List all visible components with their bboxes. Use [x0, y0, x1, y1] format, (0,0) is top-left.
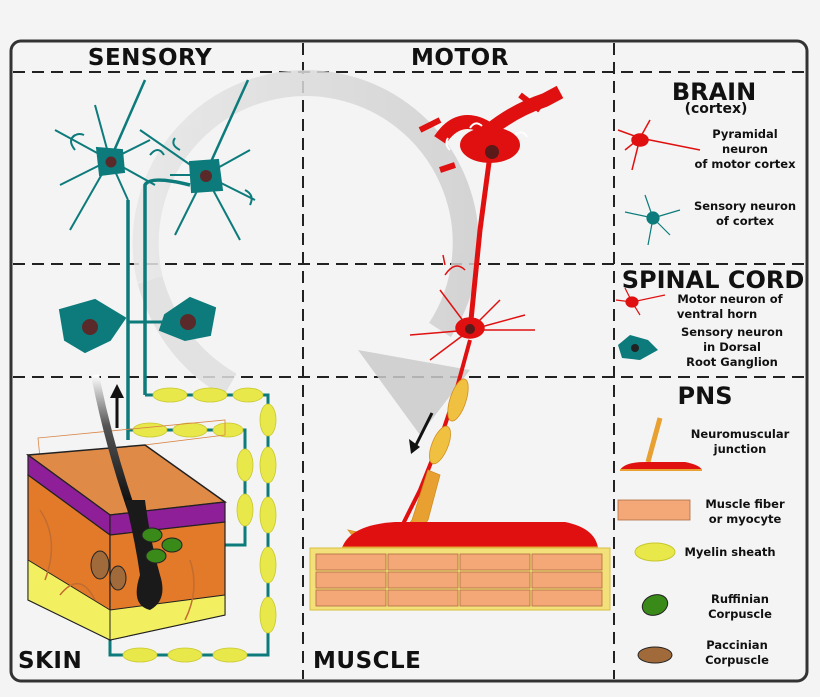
muscle-block [309, 547, 611, 611]
drg-icon [618, 335, 658, 360]
myelin-sheaths [122, 387, 277, 663]
paccinian-label-1: Paccinian [706, 638, 768, 652]
legend-icons [615, 119, 702, 664]
nmj-label-2: junction [713, 442, 767, 456]
muscle-label: MUSCLE [313, 648, 421, 674]
ruffinian-corpuscles [141, 527, 183, 564]
drg-neuron-2 [158, 296, 217, 342]
motor-ventral-label-1: Motor neuron of [677, 292, 783, 306]
brain-title: BRAIN [672, 78, 756, 106]
sensory-cortex-label-2: of cortex [716, 214, 775, 228]
muscle-fiber-label-2: or myocyte [709, 512, 782, 526]
skin-cross-section [25, 374, 228, 641]
cortical-sensory-neuron-2 [139, 79, 256, 241]
motor-header: MOTOR [411, 45, 509, 71]
nmj-label-1: Neuromuscular [691, 427, 790, 441]
ventral-horn-icon [615, 287, 666, 316]
sensory-cortex-label-1: Sensory neuron [694, 199, 796, 213]
cortical-sensory-neuron-1 [54, 79, 165, 231]
motor-neurons [393, 85, 564, 541]
sensory-neurons [54, 79, 270, 657]
paccinian-label-2: Corpuscle [705, 653, 769, 667]
signal-up-arrow [110, 384, 124, 428]
muscle-fiber-icon [617, 499, 691, 521]
paccinian-icon [637, 646, 673, 664]
myelin-sheath-icon [634, 542, 676, 562]
spinal-cord-title: SPINAL CORD [622, 266, 805, 294]
pyramidal-label-1: Pyramidal [712, 127, 777, 141]
pyramidal-label-3: of motor cortex [695, 157, 797, 171]
pyramidal-label-2: neuron [722, 142, 768, 156]
myelin-label: Myelin sheath [684, 545, 775, 559]
pyramidal-neuron-icon [617, 119, 701, 171]
nmj-icon [620, 417, 702, 471]
sensory-header: SENSORY [88, 45, 212, 71]
pns-title: PNS [678, 382, 733, 410]
brain-subtitle: (cortex) [685, 101, 748, 117]
sensory-drg-label-2: in Dorsal [703, 340, 761, 354]
pyramidal-neuron [418, 85, 564, 331]
ruffinian-label-2: Corpuscle [708, 607, 772, 621]
loop-arrow [132, 70, 479, 435]
cortical-sensory-icon [624, 194, 681, 246]
ruffinian-label-1: Ruffinian [711, 592, 769, 606]
paccinian-corpuscles [90, 550, 127, 591]
sensory-drg-label-1: Sensory neuron [681, 325, 783, 339]
drg-neuron-1 [58, 298, 127, 354]
muscle-fiber-label-1: Muscle fiber [705, 497, 785, 511]
skin-label: SKIN [18, 648, 82, 674]
ruffinian-icon [641, 594, 669, 616]
sensory-drg-label-3: Root Ganglion [686, 355, 778, 369]
ventral-horn-motor-neuron [409, 254, 535, 361]
signal-down-arrow [409, 412, 434, 454]
motor-ventral-label-2: ventral horn [677, 307, 757, 321]
